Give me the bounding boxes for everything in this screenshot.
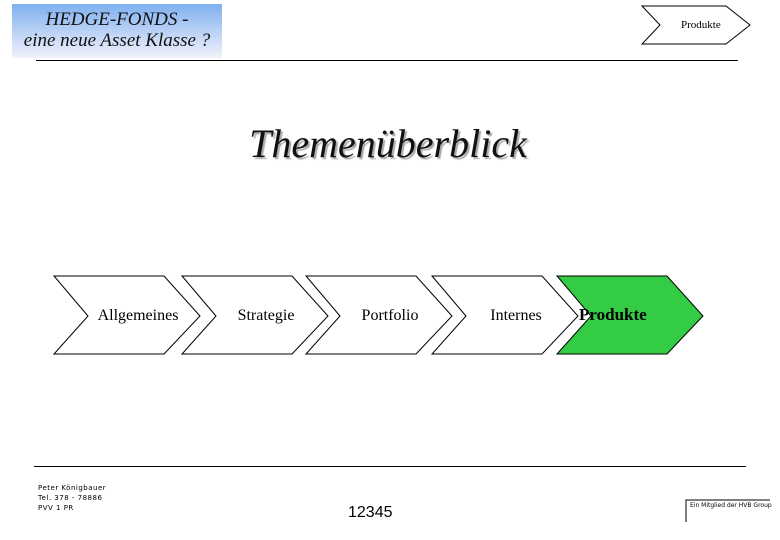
chevron-label[interactable]: Portfolio xyxy=(361,307,419,324)
footer-contact: Peter Königbauer Tel. 378 - 78886 PVV 1 … xyxy=(38,483,106,513)
chevron-portfolio[interactable] xyxy=(304,275,453,355)
page-number: 12345 xyxy=(348,504,393,521)
chevron-label[interactable]: Strategie xyxy=(237,307,295,324)
footer-dept: PVV 1 PR xyxy=(38,504,74,512)
footer-phone: Tel. 378 - 78886 xyxy=(38,494,103,502)
org-box-border xyxy=(685,499,770,522)
chevron-strategie[interactable] xyxy=(180,275,329,355)
footer-divider xyxy=(34,466,746,467)
header-box: HEDGE-FONDS - eine neue Asset Klasse ? xyxy=(12,4,222,58)
chevron-label[interactable]: Internes xyxy=(490,307,542,324)
chevron-produkte[interactable] xyxy=(555,275,704,355)
footer-name: Peter Königbauer xyxy=(38,484,107,492)
page-title: Themenüberblick xyxy=(249,121,527,166)
header-line2: eine neue Asset Klasse ? xyxy=(23,30,211,51)
chevron-allgemeines[interactable] xyxy=(52,275,201,355)
nav-produkte-button[interactable]: Produkte xyxy=(681,19,721,31)
chevron-label[interactable]: Produkte xyxy=(579,305,647,324)
header-divider xyxy=(36,60,738,61)
chevron-label[interactable]: Allgemeines xyxy=(97,307,179,324)
nav-arrow-shape[interactable] xyxy=(640,5,751,45)
org-label: Ein Mitglied der HVB Group xyxy=(690,502,772,509)
header-line1: HEDGE-FONDS - xyxy=(45,9,189,30)
chevron-internes[interactable] xyxy=(430,275,579,355)
